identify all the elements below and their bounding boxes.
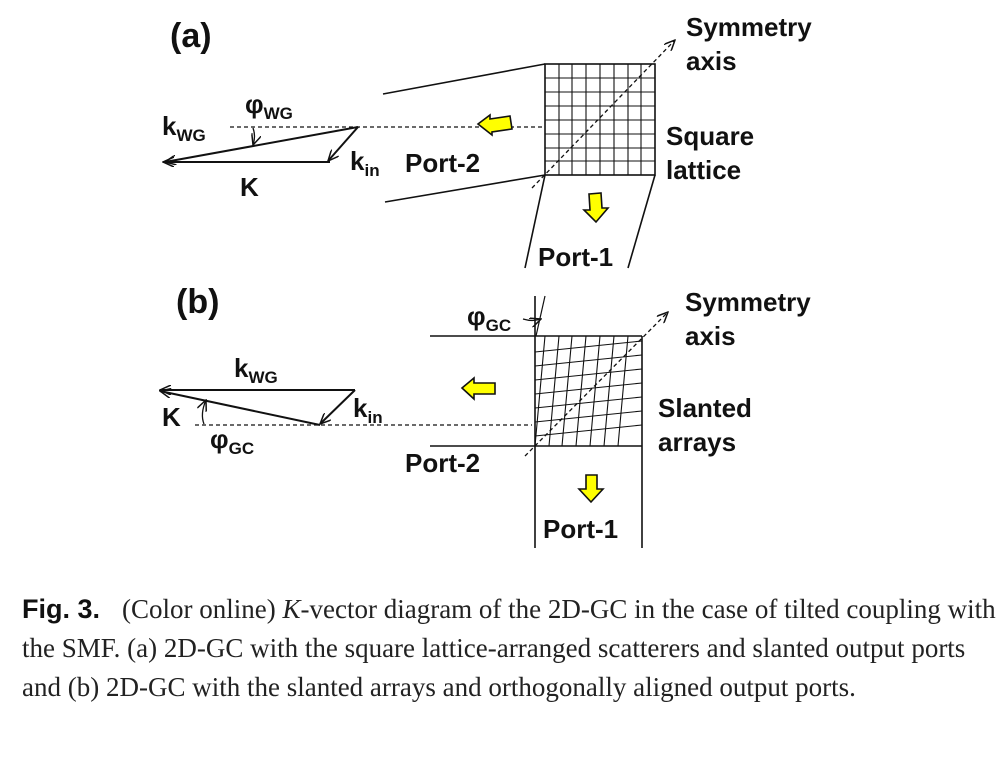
panel-b-phi-label: φGC	[210, 424, 254, 458]
panel-a-label: (a)	[170, 17, 212, 55]
panel-b-port1-label: Port-1	[543, 514, 618, 544]
panel-a-kin-label: kin	[350, 146, 380, 180]
caption-label: Fig. 3.	[22, 594, 101, 624]
panel-a-kwg-vector	[165, 126, 359, 162]
panel-b-k-vector	[160, 391, 321, 426]
panel-b-phi-arc	[202, 400, 206, 425]
panel-a-phi-arc	[253, 127, 255, 145]
caption-prefix: (Color online)	[122, 594, 283, 624]
panel-b-port2-arrow	[460, 376, 496, 401]
panel-a-port2-arrow	[476, 113, 513, 137]
panel-a-port2-label: Port-2	[405, 148, 480, 178]
panel-a: (a) kWG φWG K kin Port-2 Port-1 Sy	[162, 12, 812, 272]
panel-a-K-label: K	[240, 172, 259, 202]
panel-b-vector-diagram	[160, 389, 532, 426]
caption-text: -vector diagram of the 2D-GC in the case…	[22, 594, 996, 702]
panel-a-port1-arrow	[582, 192, 610, 224]
figure-caption: Fig. 3. (Color online) K-vector diagram o…	[22, 590, 997, 707]
panel-b-kin-vector	[320, 389, 356, 424]
panel-b-kwg-label: kWG	[234, 353, 278, 387]
panel-a-phi-label: φWG	[245, 89, 293, 123]
caption-k-italic: K	[282, 594, 301, 624]
panel-a-waveguides	[382, 63, 656, 269]
panel-b: (b) kWG K kin φGC φGC Port-2 Port-1	[160, 283, 811, 548]
panel-b-K-label: K	[162, 402, 181, 432]
panel-a-kwg-label: kWG	[162, 111, 206, 145]
panel-a-symmetry-axis	[531, 40, 675, 189]
panel-b-port1-arrow	[577, 474, 605, 504]
panel-b-port2-label: Port-2	[405, 448, 480, 478]
panel-a-square-lattice	[544, 63, 656, 176]
panel-b-phi-top-label: φGC	[467, 301, 511, 335]
panel-a-port1-label: Port-1	[538, 242, 613, 272]
figure-diagram: (a) kWG φWG K kin Port-2 Port-1 Sy	[0, 12, 812, 548]
panel-b-symmetry-axis	[524, 312, 668, 457]
panel-a-kin-vector	[328, 126, 359, 161]
panel-b-slanted-arrays	[534, 335, 643, 447]
panel-b-label: (b)	[176, 283, 219, 321]
panel-b-kin-label: kin	[353, 393, 383, 427]
